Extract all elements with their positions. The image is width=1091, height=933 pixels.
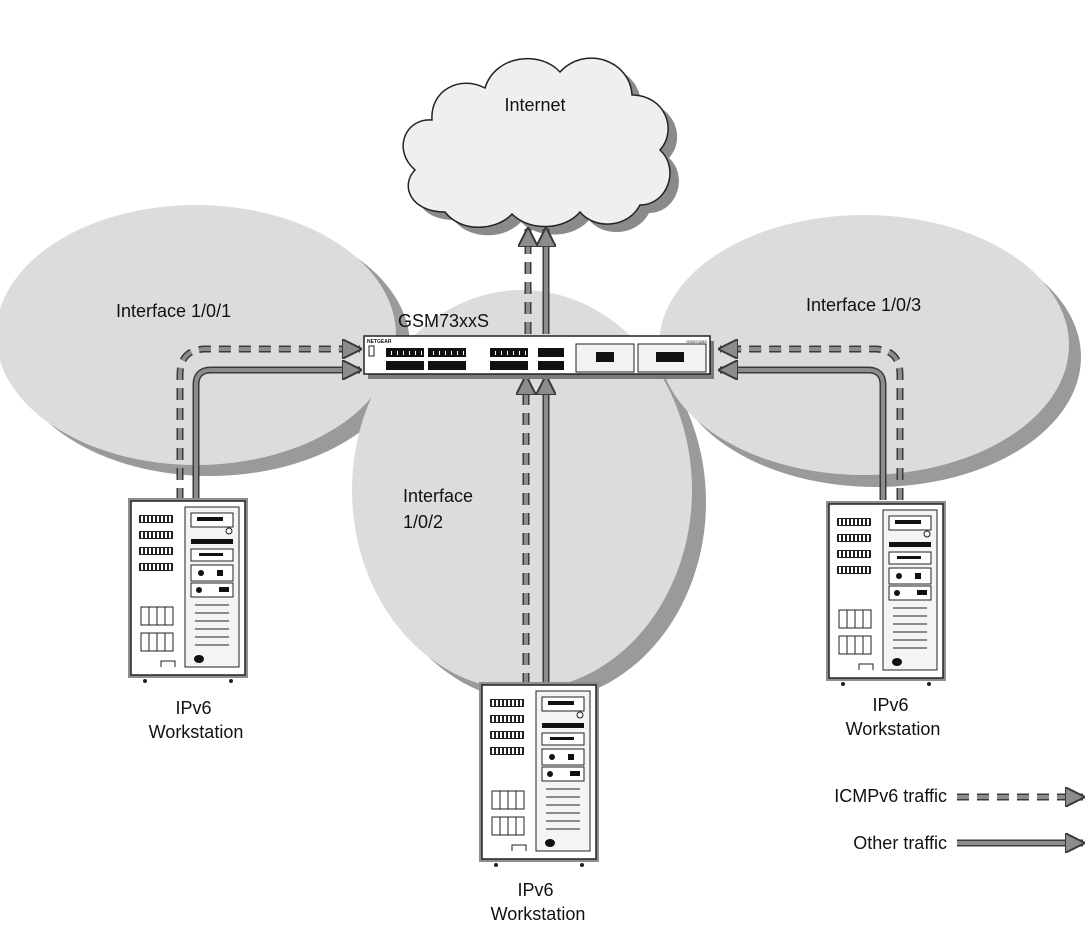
interface-3-label: Interface 1/0/3 [806, 295, 921, 315]
interface-3-bubble [659, 215, 1069, 475]
workstation-2-tower [478, 681, 600, 868]
workstation-3-label: IPv6 Workstation [846, 695, 941, 739]
workstation-2-label: IPv6 Workstation [491, 880, 586, 924]
internet-label: Internet [504, 95, 565, 115]
workstation-1-tower [127, 497, 249, 684]
traffic-arrows [176, 229, 904, 685]
switch-brand: NETGEAR [367, 339, 392, 345]
legend-icmpv6-label: ICMPv6 traffic [834, 786, 947, 806]
workstation-3-tower [825, 500, 947, 687]
icmpv6-arrow-ws3 [720, 349, 904, 500]
other-arrow-ws1 [192, 370, 360, 500]
icmpv6-arrow-ws1 [176, 349, 360, 500]
interface-1-bubble [0, 205, 396, 465]
interface-2-bubble [352, 290, 692, 690]
switch-label: GSM73xxS [398, 311, 489, 331]
interface-2-label: Interface 1/0/2 [403, 486, 478, 532]
interface-1-label: Interface 1/0/1 [116, 301, 231, 321]
switch-model-badge: GSM7328S [686, 339, 707, 344]
workstation-1-label: IPv6 Workstation [149, 698, 244, 742]
internet-cloud [402, 57, 679, 236]
legend-other-label: Other traffic [853, 833, 947, 853]
other-arrow-ws3 [720, 370, 887, 500]
switch-gsm73xxs: NETGEAR GSM7328S [363, 335, 714, 379]
legend: ICMPv6 traffic Other traffic [834, 786, 1083, 853]
